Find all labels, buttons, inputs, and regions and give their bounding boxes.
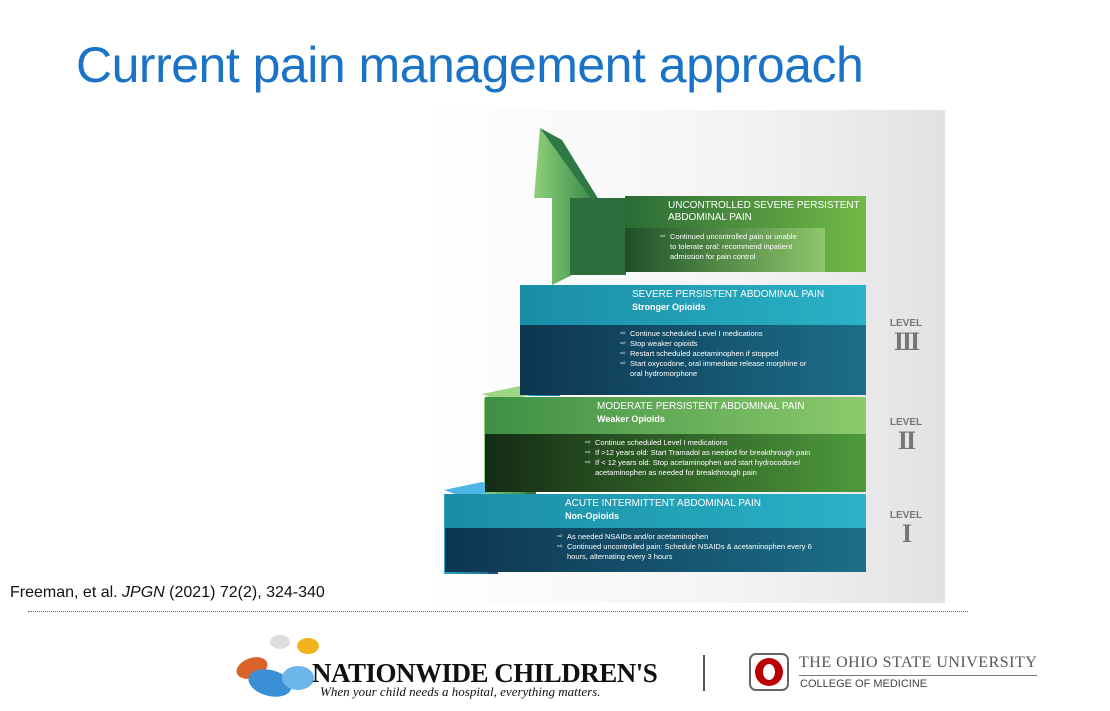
nch-name: NATIONWIDE CHILDREN'S — [312, 658, 658, 688]
citation-journal: JPGN — [122, 584, 165, 601]
band-moderate-persistent: MODERATE PERSISTENT ABDOMINAL PAIN Weaker… — [485, 397, 866, 492]
citation-authors: Freeman, et al. — [10, 584, 123, 601]
osu-name: THE OHIO STATE UNIVERSITY — [799, 654, 1038, 676]
nch-tagline: When your child needs a hospital, everyt… — [320, 684, 601, 699]
level-number: I — [901, 519, 912, 548]
block-o-icon — [749, 653, 789, 691]
band-heading: MODERATE PERSISTENT ABDOMINAL PAIN — [597, 401, 805, 412]
band-acute-intermittent: ACUTE INTERMITTENT ABDOMINAL PAIN Non-Opi… — [445, 494, 866, 572]
osu-college: COLLEGE OF MEDICINE — [800, 678, 928, 690]
ohio-state-logo: THE OHIO STATE UNIVERSITY COLLEGE OF MED… — [748, 652, 1093, 697]
band-subheading: Weaker Opioids — [597, 414, 665, 424]
bullet: Continue scheduled Level I medications — [620, 329, 866, 339]
band-heading: UNCONTROLLED SEVERE PERSISTENT ABDOMINAL… — [668, 200, 860, 223]
bullet: Stop weaker opioids — [620, 339, 866, 349]
citation: Freeman, et al. JPGN (2021) 72(2), 324-3… — [10, 584, 325, 602]
level-number: III — [893, 327, 920, 356]
citation-details: (2021) 72(2), 324-340 — [164, 584, 325, 601]
band-subheading: Non-Opioids — [565, 511, 619, 521]
band-heading: SEVERE PERSISTENT ABDOMINAL PAIN — [632, 289, 825, 300]
band-severe-persistent: SEVERE PERSISTENT ABDOMINAL PAIN Stronger… — [520, 285, 866, 395]
pain-ladder-figure: UNCONTROLLED SEVERE PERSISTENT ABDOMINAL… — [422, 110, 945, 603]
band-uncontrolled-severe: UNCONTROLLED SEVERE PERSISTENT ABDOMINAL… — [625, 196, 866, 272]
bullet: If >12 years old: Start Tramadol as need… — [585, 448, 866, 458]
logo-separator — [703, 655, 705, 691]
level-word: LEVEL — [889, 318, 923, 329]
level-word: LEVEL — [889, 417, 923, 428]
bullet: If < 12 years old: Stop acetaminophen an… — [585, 458, 835, 478]
bullet: Continued uncontrolled pain: Schedule NS… — [557, 542, 817, 562]
bullet: Continue scheduled Level I medications — [585, 438, 866, 448]
level-number: II — [897, 426, 916, 455]
level-word: LEVEL — [889, 510, 923, 521]
nationwide-childrens-logo: NATIONWIDE CHILDREN'S When your child ne… — [230, 628, 670, 700]
butterfly-icon — [236, 635, 319, 697]
bullet: Start oxycodone, oral immediate release … — [620, 359, 810, 379]
footer-divider — [28, 611, 968, 612]
bullet: As needed NSAIDs and/or acetaminophen — [557, 532, 866, 542]
bullet: Continued uncontrolled pain or unable to… — [660, 232, 800, 262]
bullet: Restart scheduled acetaminophen if stopp… — [620, 349, 866, 359]
slide-title: Current pain management approach — [76, 37, 864, 93]
band-heading: ACUTE INTERMITTENT ABDOMINAL PAIN — [565, 498, 761, 509]
band-subheading: Stronger Opioids — [632, 302, 706, 312]
